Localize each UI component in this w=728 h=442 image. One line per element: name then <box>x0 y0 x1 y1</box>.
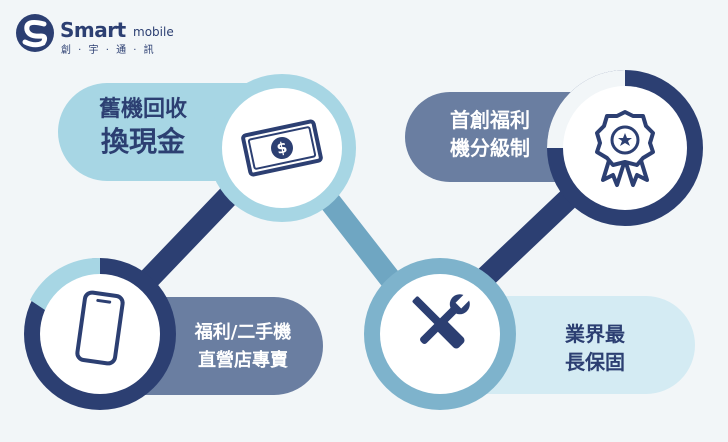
svg-text:$: $ <box>275 138 289 158</box>
brand-logo: Smart mobile 創 · 宇 · 通 · 訊 <box>14 10 214 60</box>
tools-icon <box>412 292 472 349</box>
s-swirl-logo <box>16 14 54 52</box>
feature-grading-line2: 機分級制 <box>450 136 530 160</box>
feature-trade-in-text: 舊機回收 換現金 <box>78 97 208 159</box>
feature-grading-text: 首創福利 機分級制 <box>425 108 555 160</box>
feature-warranty-line1: 業界最 <box>565 322 625 346</box>
feature-trade-in-line1: 舊機回收 <box>98 97 187 122</box>
award-ribbon-icon <box>595 110 655 187</box>
brand-suffix: mobile <box>133 25 174 39</box>
feature-store-line1: 福利/二手機 <box>194 322 292 343</box>
brand-tagline: 創 · 宇 · 通 · 訊 <box>61 45 156 56</box>
brand-name: Smart <box>60 18 126 42</box>
feature-trade-in-line2: 換現金 <box>100 125 185 159</box>
smartphone-icon <box>75 290 125 366</box>
cash-icon: $ <box>241 119 323 177</box>
circle-tools <box>364 258 516 410</box>
feature-store-line2: 直營店專賣 <box>198 349 288 371</box>
feature-grading-line1: 首創福利 <box>450 108 530 132</box>
feature-warranty-line2: 長保固 <box>565 350 625 374</box>
feature-warranty-text: 業界最 長保固 <box>535 322 655 374</box>
feature-store-text: 福利/二手機 直營店專賣 <box>178 322 308 371</box>
